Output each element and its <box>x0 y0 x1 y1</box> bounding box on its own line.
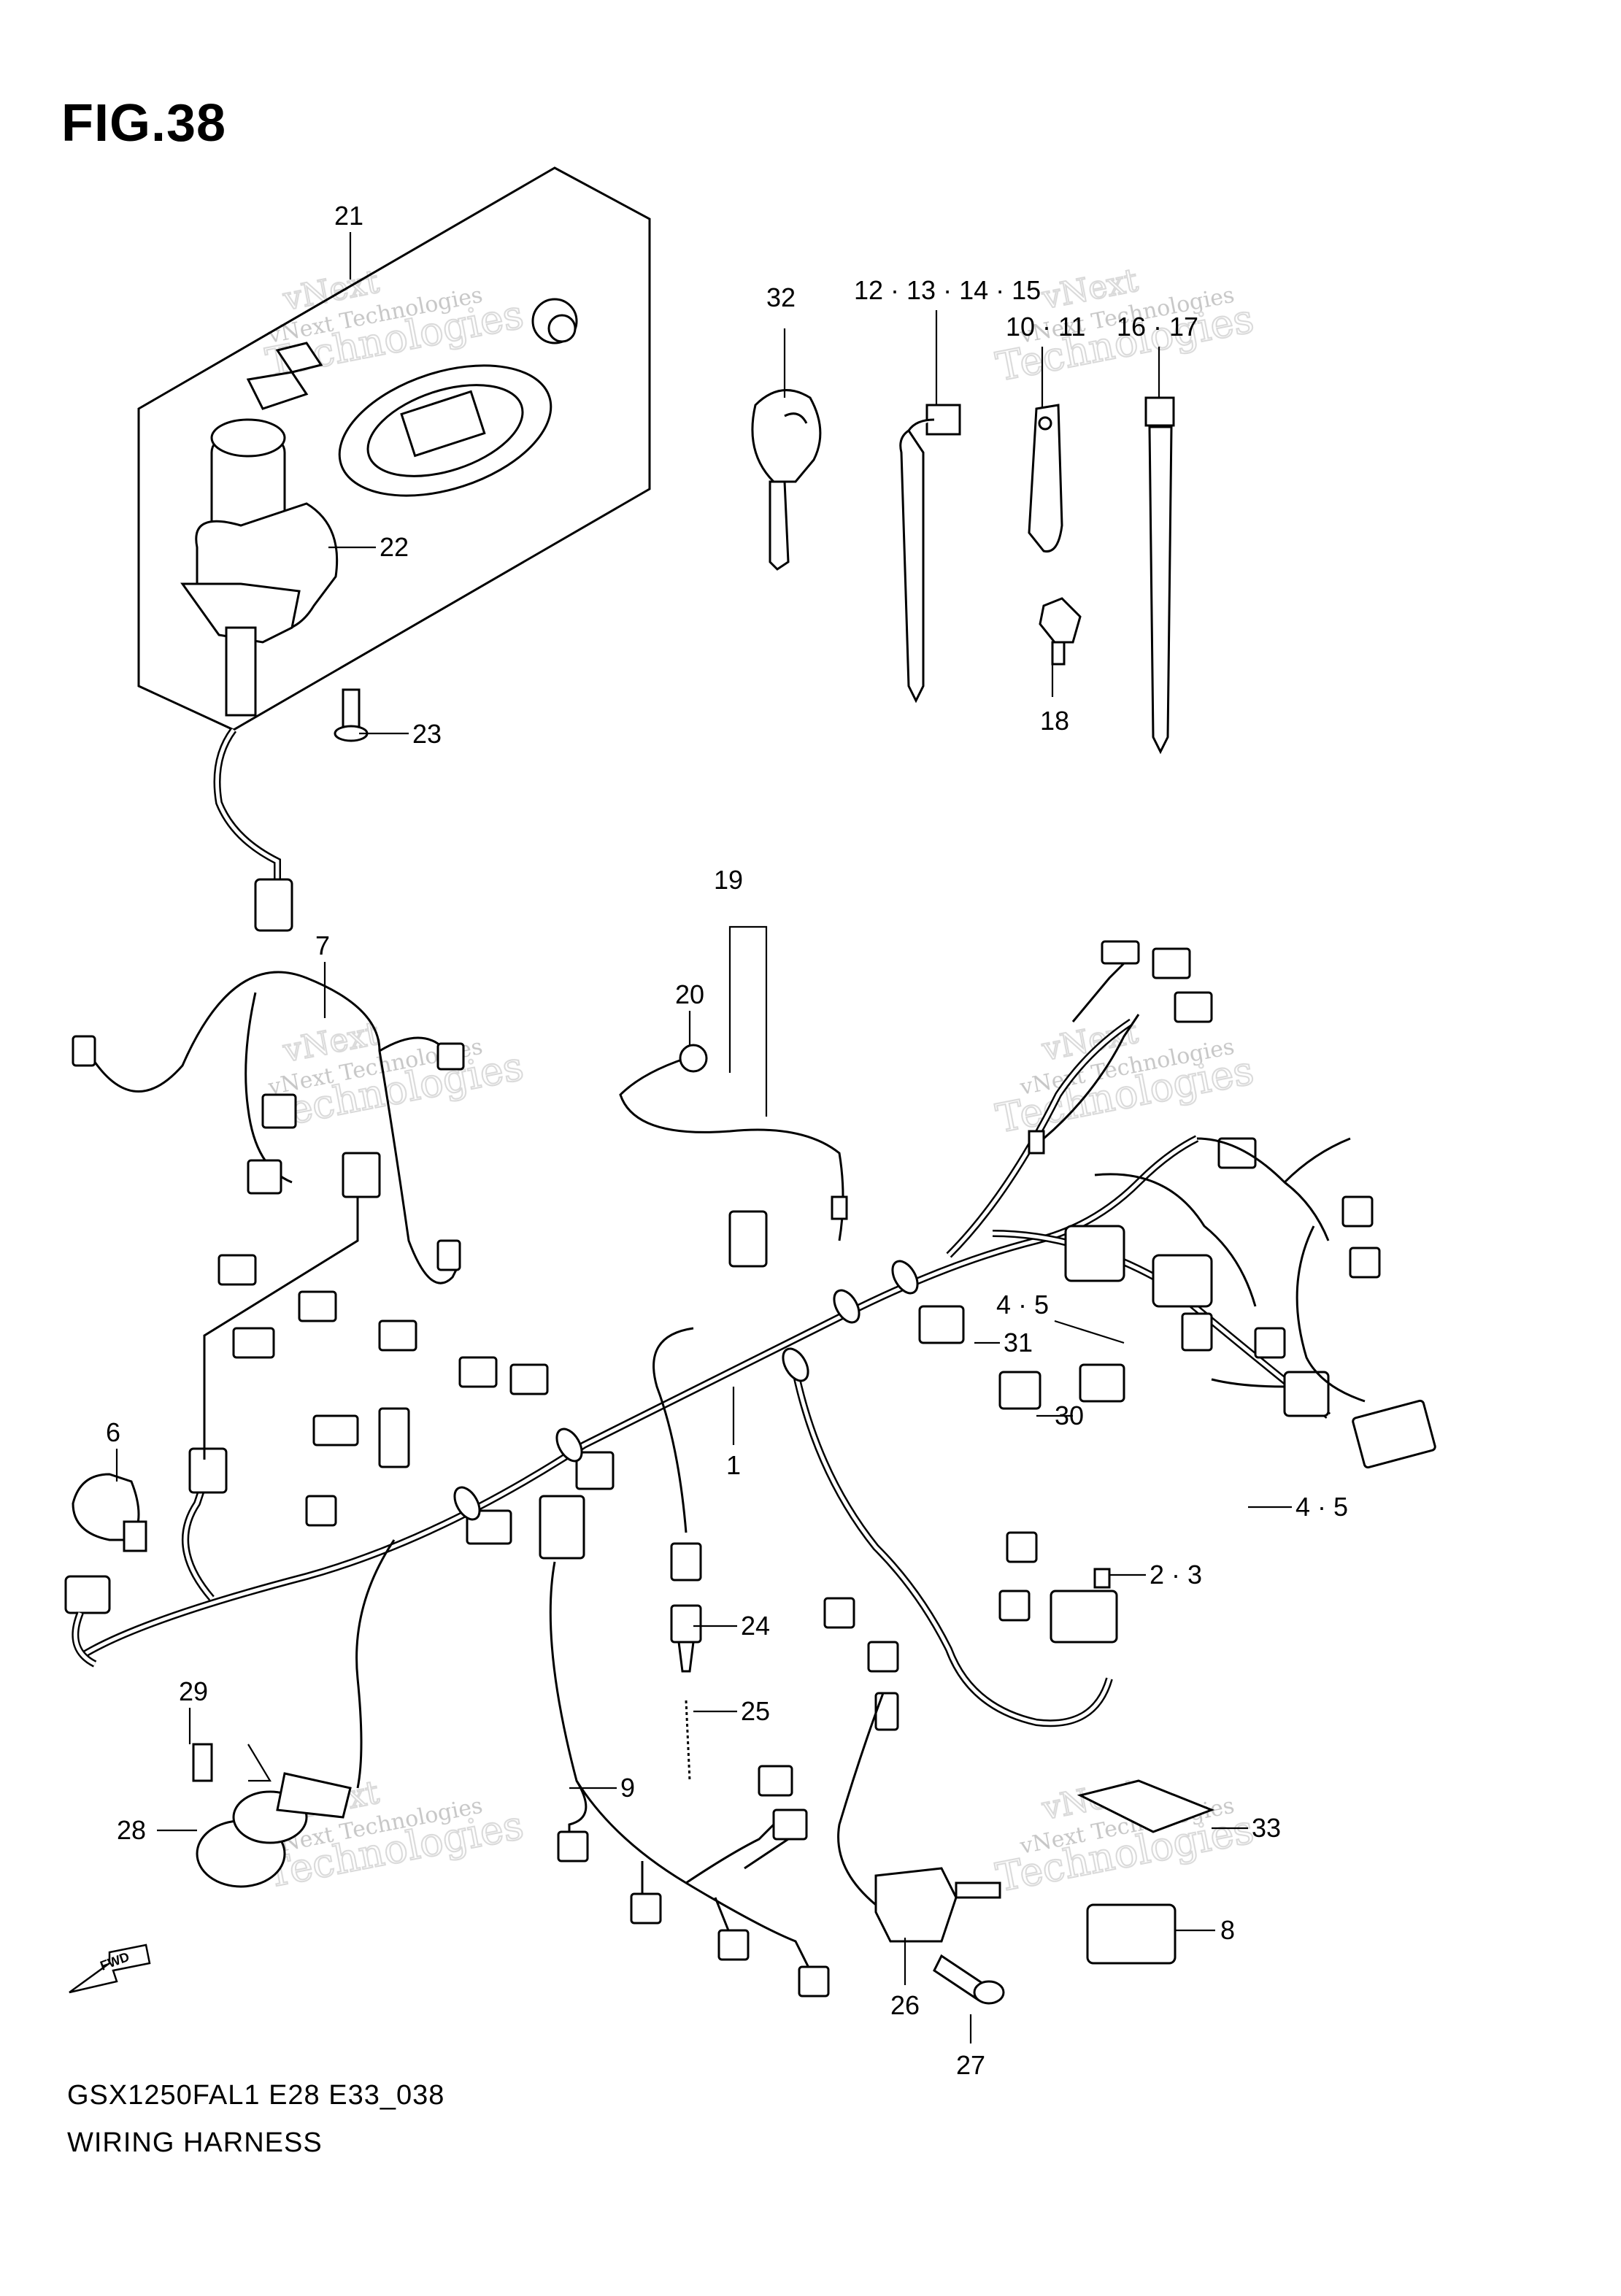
callout-31: 31 <box>1004 1328 1033 1357</box>
callout-20: 20 <box>675 979 704 1009</box>
callout-29: 29 <box>179 1676 208 1706</box>
callout-4-5-top: 4 · 5 <box>996 1290 1049 1320</box>
callout-33: 33 <box>1252 1813 1281 1843</box>
callout-30: 30 <box>1055 1401 1084 1430</box>
callout-10-11: 10 · 11 <box>1006 312 1085 342</box>
model-code: GSX1250FAL1 E28 E33_038 <box>67 2080 445 2111</box>
callout-32: 32 <box>766 282 796 312</box>
callouts: 21 22 23 32 12 · 13 · 14 · 15 10 · 11 16… <box>106 201 1348 2080</box>
callout-9: 9 <box>620 1773 635 1803</box>
callout-6: 6 <box>106 1417 120 1447</box>
ignition-switch-set <box>137 166 651 932</box>
clamp-parts <box>899 396 1175 755</box>
callout-25: 25 <box>741 1696 770 1726</box>
callout-19: 19 <box>714 865 743 895</box>
callout-21: 21 <box>334 201 363 231</box>
key-part <box>751 389 822 571</box>
callout-22: 22 <box>380 532 409 562</box>
callout-2-3: 2 · 3 <box>1150 1560 1202 1590</box>
callout-23: 23 <box>412 719 442 749</box>
main-harness: FWD <box>64 940 1436 2005</box>
callout-8: 8 <box>1220 1915 1235 1945</box>
leader-lines <box>115 232 1292 2043</box>
callout-4-5-bottom: 4 · 5 <box>1295 1492 1348 1522</box>
callout-28: 28 <box>117 1815 146 1845</box>
callout-24: 24 <box>741 1611 770 1641</box>
callout-26: 26 <box>890 1990 920 2020</box>
callout-18: 18 <box>1040 706 1069 736</box>
callout-27: 27 <box>956 2050 985 2080</box>
callout-1: 1 <box>726 1450 741 1480</box>
section-name: WIRING HARNESS <box>67 2127 323 2158</box>
callout-7: 7 <box>315 931 330 960</box>
figure-title: FIG.38 <box>61 94 227 153</box>
callout-12-15: 12 · 13 · 14 · 15 <box>854 275 1041 305</box>
callout-16-17: 16 · 17 <box>1117 312 1198 342</box>
fwd-arrow-icon: FWD <box>69 1943 151 1994</box>
